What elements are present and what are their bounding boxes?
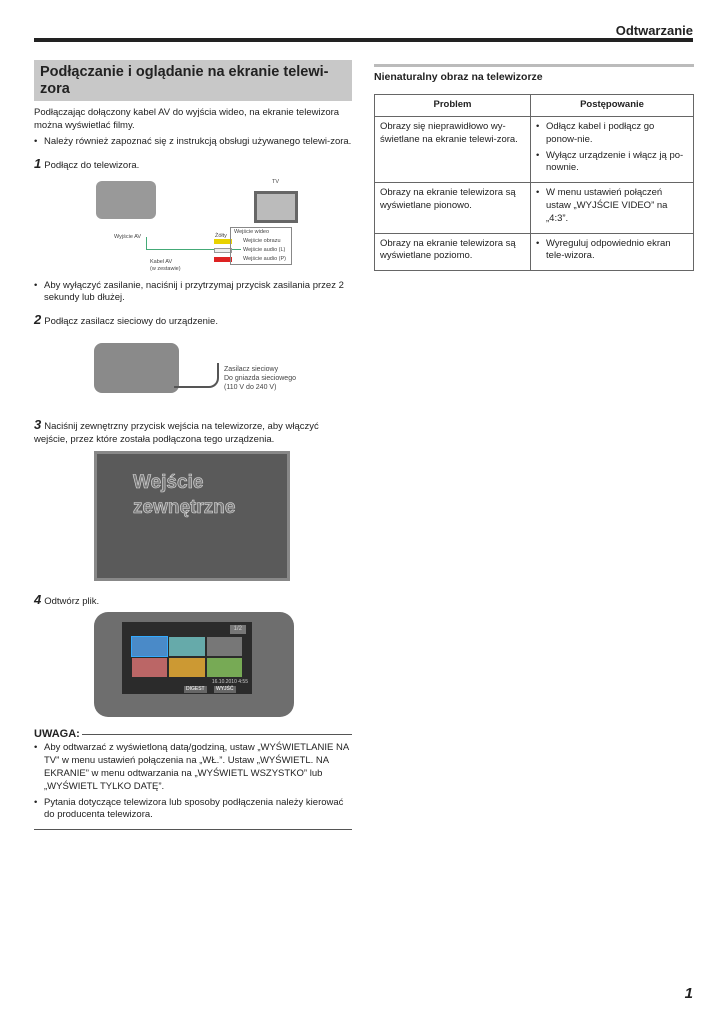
step-number: 3	[34, 417, 42, 433]
table-row: Obrazy na ekranie telewizora są wyświetl…	[373, 182, 694, 234]
thumbnail[interactable]	[169, 658, 205, 678]
thumbnail-grid	[130, 636, 242, 678]
yellow-plug	[214, 238, 232, 244]
action-cell: Wyreguluj odpowiednio ekran tele-wizora.	[530, 232, 694, 272]
video-in-label: Wejście wideo	[234, 228, 270, 235]
voltage-label: (110 V do 240 V)	[224, 384, 277, 392]
camcorder-screen-illustration: 1/2 16.10.2010 4:55 DIGEST WYJŚĆ	[94, 612, 294, 718]
problem-cell: Obrazy na ekranie telewizora są wyświetl…	[373, 182, 532, 234]
av-out-label: Wyjście AV	[114, 233, 142, 240]
thumbnail[interactable]	[132, 658, 168, 678]
tv-label: TV	[272, 178, 280, 185]
left-column: Podłączanie i oglądanie na ekranie telew…	[34, 60, 352, 831]
table-row: Obrazy się nieprawidłowo wy-świetlane na…	[373, 115, 694, 184]
thumbnail[interactable]	[206, 637, 242, 657]
troubleshoot-title: Nienaturalny obraz na telewizorze	[374, 64, 694, 84]
step-text: Podłącz do telewizora.	[44, 159, 140, 171]
problem-cell: Obrazy się nieprawidłowo wy-świetlane na…	[373, 115, 532, 184]
note-title-text: UWAGA:	[34, 728, 80, 741]
note-item: Aby odtwarzać z wyświetloną datą/godziną…	[34, 742, 352, 793]
step-text: Odtwórz plik.	[44, 595, 100, 607]
action-item: Odłącz kabel i podłącz go ponow-nie.	[536, 121, 688, 147]
tv-screen-illustration: Wejście zewnętrzne	[94, 450, 290, 581]
audio-r-label: Wejście audio (P)	[243, 255, 286, 262]
page-indicator: 1/2	[229, 625, 246, 634]
outlet-label: Do gniazda sieciowego	[224, 375, 296, 383]
problem-cell: Obrazy na ekranie telewizora są wyświetl…	[373, 232, 532, 272]
exit-button[interactable]: WYJŚĆ	[214, 686, 236, 694]
note-item: Pytania dotyczące telewizora lub sposoby…	[34, 797, 352, 823]
step-number: 4	[34, 591, 42, 607]
thumbnail[interactable]	[206, 658, 242, 678]
col-header-problem: Problem	[373, 94, 532, 117]
yellow-label: Żółty	[215, 232, 227, 239]
cable-label: Kabel AV	[150, 258, 173, 265]
note-title: UWAGA:	[34, 727, 352, 742]
tv-illustration	[254, 190, 298, 223]
intro-text: Podłączając dołączony kabel AV do wyjści…	[34, 107, 340, 132]
av-cable	[146, 236, 241, 250]
intro-bullet: Należy również zapoznać się z instrukcją…	[34, 136, 352, 149]
note-box: UWAGA: Aby odtwarzać z wyświetloną datą/…	[34, 727, 352, 831]
white-plug	[214, 247, 232, 253]
step1-bullet: Aby wyłączyć zasilanie, naciśnij i przyt…	[34, 280, 352, 306]
action-item: W menu ustawień połączeń ustaw „WYJŚCIE …	[536, 187, 688, 225]
date-readout: 16.10.2010 4:55	[211, 679, 248, 686]
external-input-text: Wejście zewnętrzne	[133, 471, 236, 519]
power-cable	[174, 363, 219, 389]
action-item: Wyłącz urządzenie i włącz ją po-nownie.	[536, 150, 688, 176]
tv-connection-diagram: TV Wyjście AV Kabel AV (w zestawie) Żółt…	[34, 179, 352, 274]
step-number: 1	[34, 155, 42, 171]
audio-l-label: Wejście audio (L)	[243, 246, 286, 253]
page-title: Podłączanie i oglądanie na ekranie telew…	[34, 60, 352, 102]
image-in-label: Wejście obrazu	[243, 237, 281, 244]
step-text: Podłącz zasilacz sieciowy do urządzenie.	[44, 316, 218, 328]
section-header: Odtwarzanie	[615, 23, 693, 38]
digest-button[interactable]: DIGEST	[184, 686, 207, 694]
adapter-label: Zasilacz sieciowy	[224, 366, 279, 374]
action-cell: W menu ustawień połączeń ustaw „WYJŚCIE …	[530, 182, 694, 234]
camcorder-illustration	[94, 343, 179, 394]
thumbnail[interactable]	[130, 636, 169, 658]
page-number: 1	[684, 984, 693, 1002]
action-item: Wyreguluj odpowiednio ekran tele-wizora.	[536, 238, 688, 264]
step-text: Naciśnij zewnętrzny przycisk wejścia na …	[34, 421, 319, 445]
video-input-box: Wejście wideo Wejście obrazu Wejście aud…	[230, 226, 292, 265]
table-row: Obrazy na ekranie telewizora są wyświetl…	[373, 232, 694, 272]
thumbnail[interactable]	[169, 637, 205, 657]
step-number: 2	[34, 312, 42, 328]
action-cell: Odłącz kabel i podłącz go ponow-nie. Wyłą…	[530, 115, 694, 184]
camcorder-illustration	[96, 180, 156, 219]
red-plug	[214, 256, 232, 262]
right-column: Nienaturalny obraz na telewizorze Proble…	[373, 64, 694, 272]
header-rule	[34, 38, 693, 42]
lcd-screen: 1/2 16.10.2010 4:55 DIGEST WYJŚĆ	[122, 622, 252, 695]
ac-adapter-diagram: Zasilacz sieciowy Do gniazda sieciowego …	[34, 335, 352, 410]
col-header-action: Postępowanie	[530, 94, 694, 117]
cable-label-2: (w zestawie)	[150, 265, 181, 272]
